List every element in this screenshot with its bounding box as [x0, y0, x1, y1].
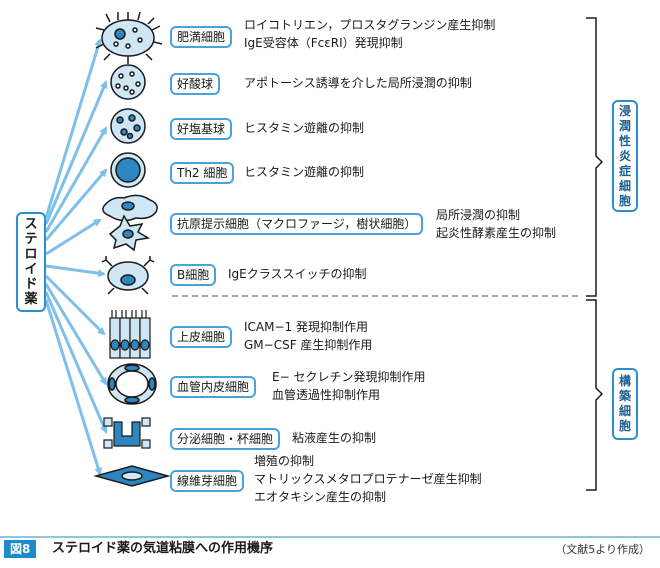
th2-cell-icon	[110, 152, 146, 188]
effect-text: ヒスタミン遊離の抑制	[244, 121, 365, 135]
arrow-epithelial	[44, 274, 106, 336]
effect-text: 増殖の抑制	[254, 454, 315, 468]
effect-text: ヒスタミン遊離の抑制	[244, 165, 365, 179]
mast-cell-icon	[95, 11, 163, 64]
cell-box-eosinophil: 好酸球	[170, 73, 221, 95]
effects-basophil: ヒスタミン遊離の抑制	[244, 119, 364, 137]
effect-text: IgEクラススイッチの抑制	[228, 267, 367, 281]
arrow-basophil	[44, 126, 108, 233]
arrow-fibroblast	[44, 299, 103, 476]
cell-box-secretory: 分泌細胞・杯細胞	[170, 428, 281, 450]
basophil-icon	[110, 108, 146, 144]
effect-text: 粘液産生の抑制	[292, 431, 377, 445]
effect-text: GM−CSF 産生抑制作用	[244, 338, 373, 352]
cell-box-basophil: 好塩基球	[170, 118, 233, 140]
figure-title: ステロイド薬の気道粘膜への作用機序	[52, 541, 274, 556]
effect-text: ICAM−1 発現抑制作用	[244, 320, 368, 334]
goblet-cell-icon	[103, 417, 151, 449]
cell-box-endothelial: 血管内皮細胞	[170, 376, 257, 398]
effect-text: 局所浸潤の抑制	[436, 208, 521, 222]
effect-text: アポトーシス誘導を介した局所浸潤の抑制	[244, 76, 472, 90]
bracket-structural	[586, 299, 604, 491]
fibroblast-icon	[93, 465, 171, 487]
effects-apc: 局所浸潤の抑制 起炎性酵素産生の抑制	[436, 206, 556, 242]
cell-box-bcell: B細胞	[170, 264, 217, 286]
effects-fibroblast: 増殖の抑制 マトリックスメタロプロテナーゼ産生抑制 エオタキシン産生の抑制	[254, 452, 482, 506]
effect-text: E− セクレチン発現抑制作用	[272, 370, 426, 384]
effects-secretory: 粘液産生の抑制	[292, 429, 376, 447]
effect-text: ロイコトリエン，プロスタグランジン産生抑制	[244, 18, 496, 32]
effects-eosinophil: アポトーシス誘導を介した局所浸潤の抑制	[244, 74, 472, 92]
cell-box-th2: Th2 細胞	[170, 162, 235, 184]
arrow-bcell	[45, 264, 106, 278]
effect-text: 血管透過性抑制作用	[272, 388, 381, 402]
steroid-label: ステロイド薬	[16, 212, 46, 312]
arrow-endothelial	[44, 283, 108, 386]
macrophage-icon	[102, 194, 158, 222]
b-cell-icon	[101, 256, 155, 295]
effects-bcell: IgEクラススイッチの抑制	[228, 265, 367, 283]
group-label-structural: 構築細胞	[612, 368, 638, 440]
effects-epithelial: ICAM−1 発現抑制作用 GM−CSF 産生抑制作用	[244, 318, 372, 354]
effect-text: 起炎性酵素産生の抑制	[436, 226, 557, 240]
effect-text: エオタキシン産生の抑制	[254, 490, 387, 504]
effect-text: IgE受容体（FcεRI）発現抑制	[244, 36, 403, 50]
cell-box-fibroblast: 線維芽細胞	[170, 470, 245, 492]
figure-source: （文献5より作成）	[555, 543, 650, 556]
arrow-apc	[45, 218, 102, 256]
cell-box-epithelial: 上皮細胞	[170, 326, 233, 348]
epithelial-cell-icon	[109, 310, 151, 359]
cell-box-mast: 肥満細胞	[170, 26, 233, 48]
dendritic-cell-icon	[108, 214, 151, 252]
endothelial-cell-icon	[107, 363, 157, 405]
cell-box-apc: 抗原提示細胞（マクロファージ，樹状細胞）	[170, 213, 424, 235]
bracket-inflammatory	[586, 17, 604, 297]
arrow-secretory	[44, 291, 108, 434]
effects-mast: ロイコトリエン，プロスタグランジン産生抑制 IgE受容体（FcεRI）発現抑制	[244, 16, 495, 52]
arrows	[44, 38, 108, 476]
effects-endothelial: E− セクレチン発現抑制作用 血管透過性抑制作用	[272, 368, 425, 404]
group-label-inflammatory: 浸潤性炎症細胞	[612, 100, 638, 212]
arrow-mast	[44, 38, 103, 219]
arrow-eosinophil	[44, 80, 108, 225]
figure-number: 図8	[4, 540, 37, 558]
effect-text: マトリックスメタロプロテナーゼ産生抑制	[254, 472, 482, 486]
eosinophil-icon	[110, 64, 146, 100]
effects-th2: ヒスタミン遊離の抑制	[244, 163, 364, 181]
arrow-th2	[44, 168, 108, 241]
